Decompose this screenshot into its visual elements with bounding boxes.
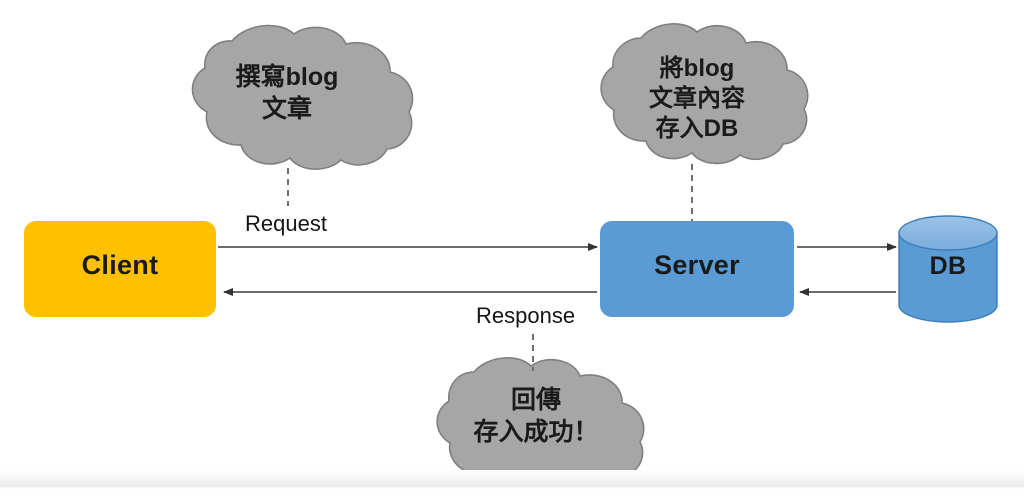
cloud-store-db-text: 將blog 文章內容 存入DB [649, 55, 745, 143]
cloud-return-success-text: 回傳 存入成功！ [473, 386, 599, 446]
node-db[interactable] [898, 215, 998, 323]
edge-label-request: Request [245, 211, 327, 236]
cloud-write-blog [191, 24, 414, 170]
node-db-label: DB [929, 252, 967, 280]
node-server[interactable] [600, 221, 794, 317]
cloud-write-blog-text: 撰寫blog 文章 [235, 63, 339, 123]
cloud-store-db [600, 23, 809, 165]
bottom-divider-band [0, 470, 1024, 497]
node-client[interactable] [24, 221, 216, 317]
node-client-label: Client [81, 250, 159, 280]
node-server-label: Server [654, 250, 740, 280]
edge-label-response: Response [476, 303, 576, 328]
